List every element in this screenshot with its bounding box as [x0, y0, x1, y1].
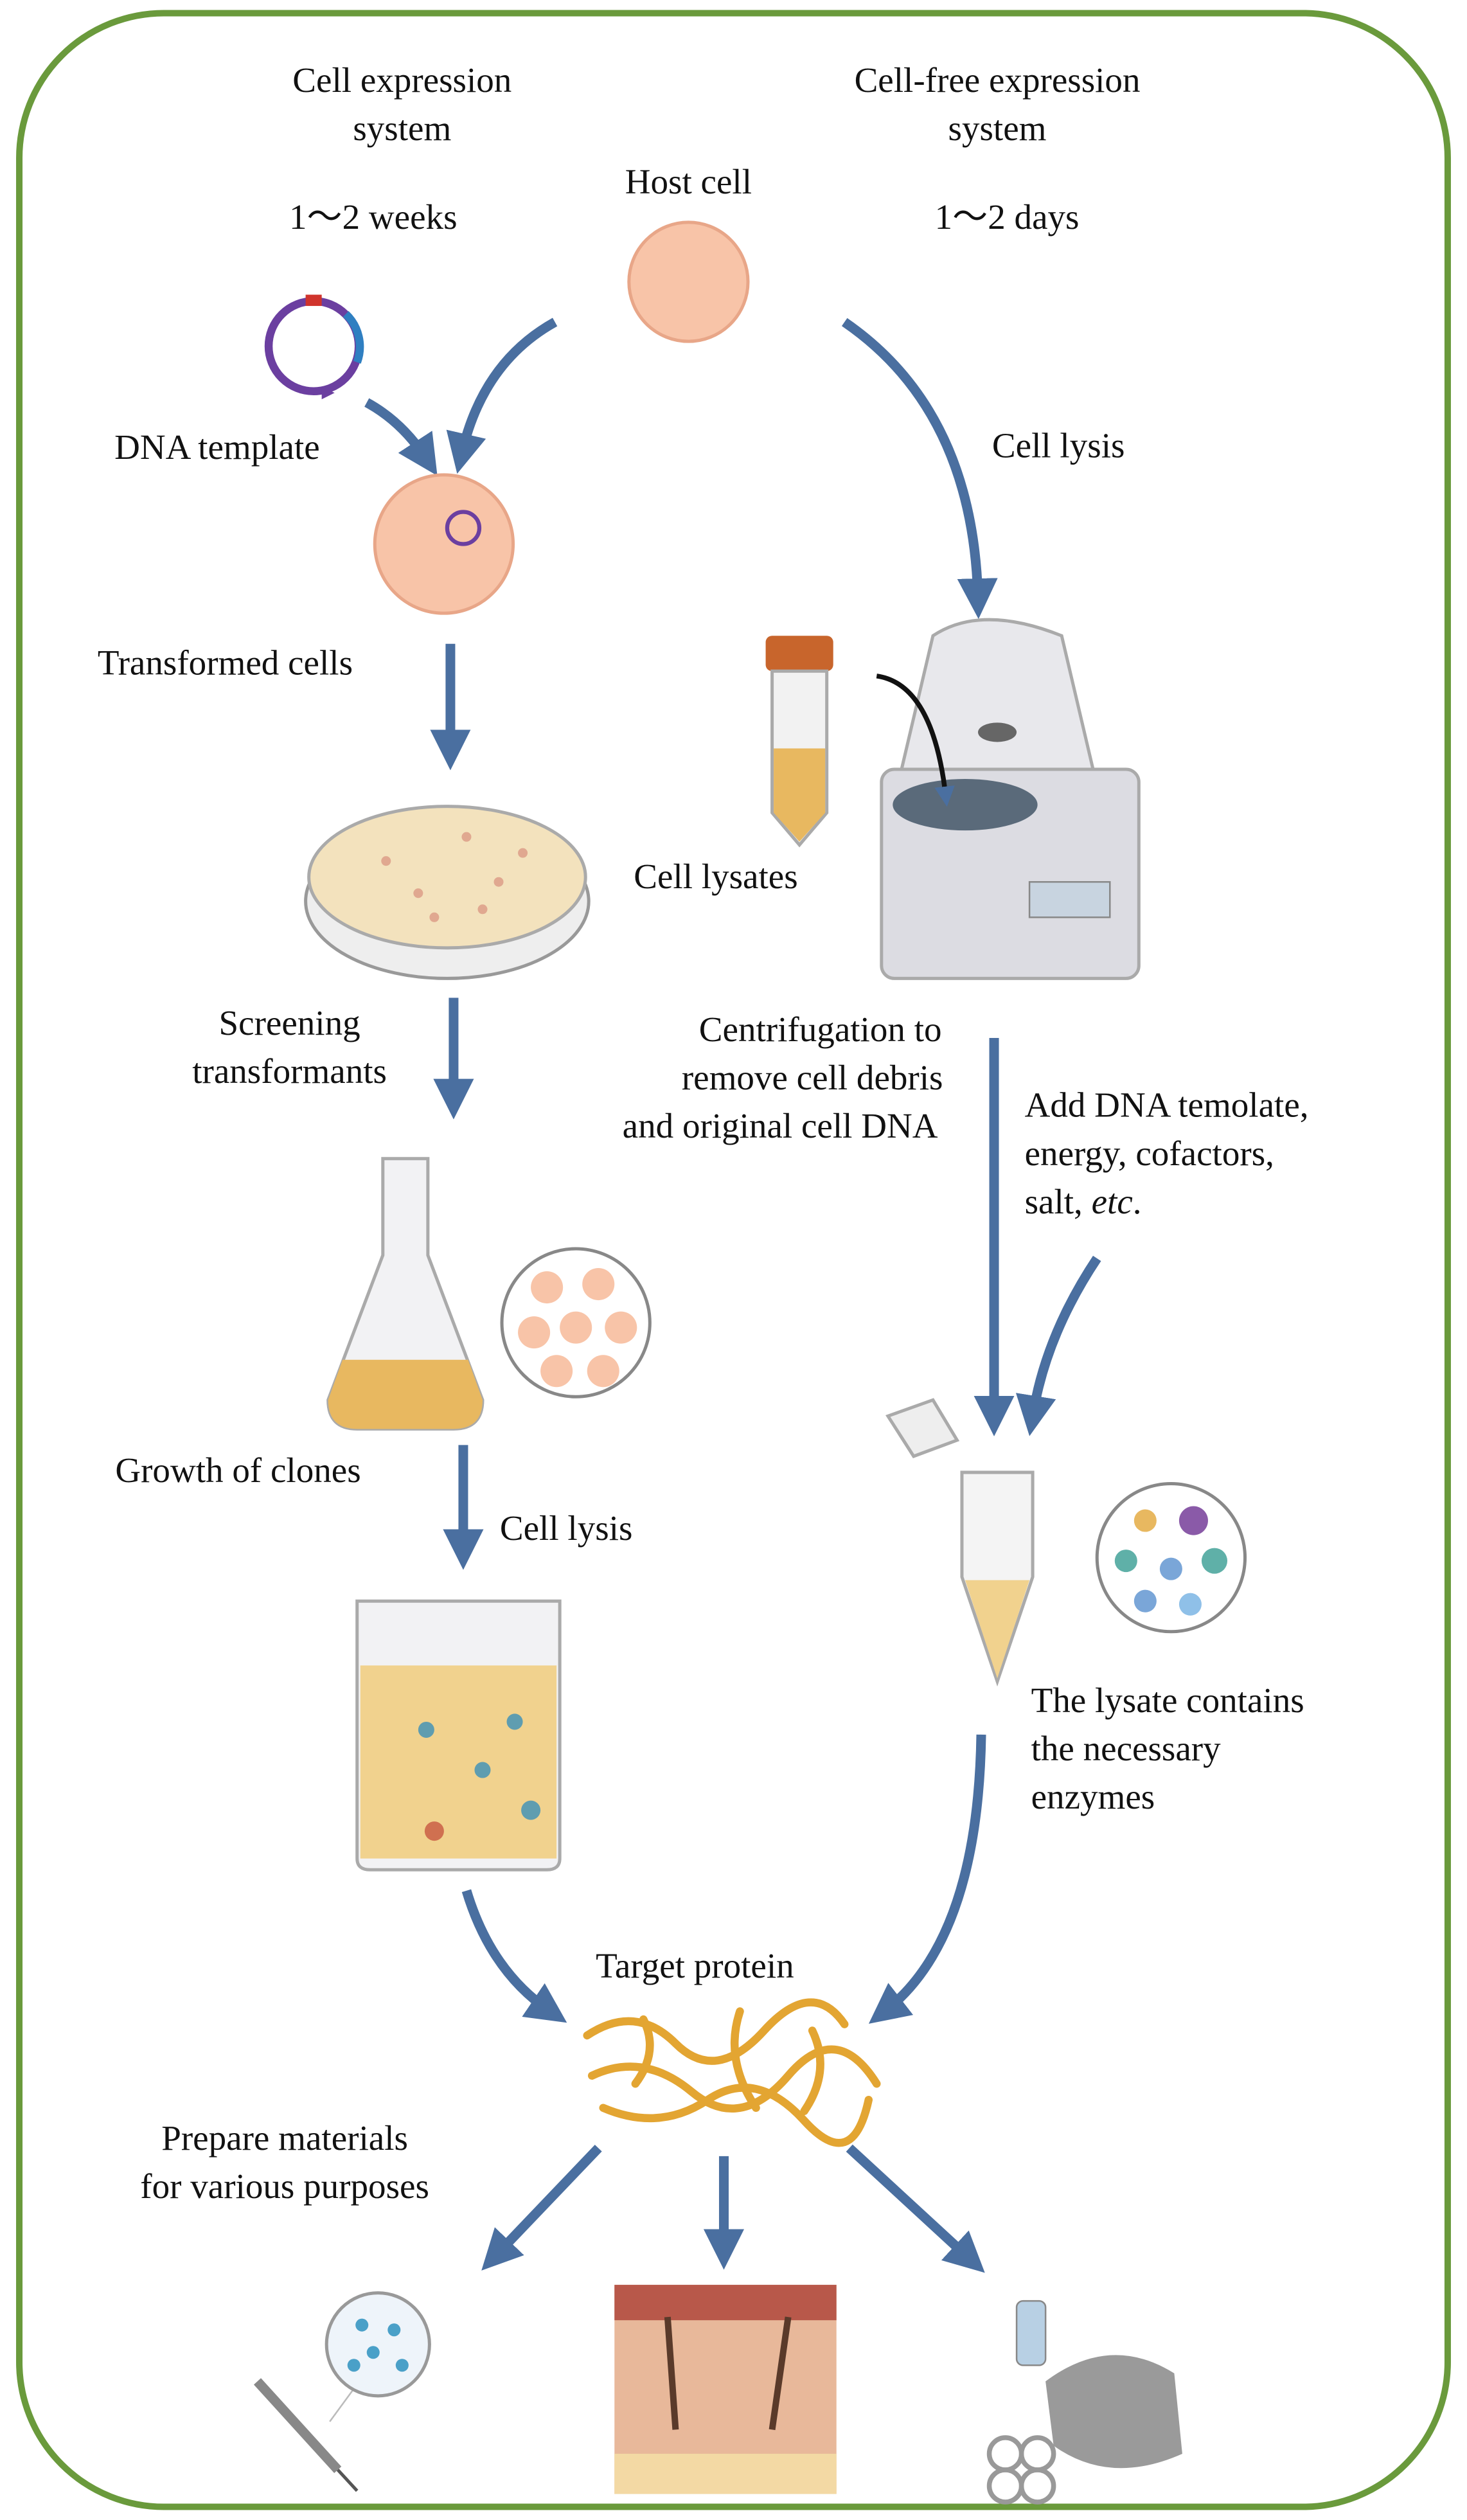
plasmid-icon	[264, 294, 364, 400]
add-label-3-prefix: salt,	[1025, 1182, 1092, 1221]
host-cell-icon	[627, 220, 750, 343]
target-protein-label: Target protein	[596, 1946, 794, 1985]
add-label-1: Add DNA temolate,	[1025, 1086, 1309, 1125]
centrifugation-label-2: remove cell debris	[682, 1058, 943, 1097]
screening-label-1: Screening	[219, 1003, 360, 1042]
petri-dish-icon	[304, 805, 591, 980]
flow-arrows	[364, 317, 1101, 2273]
cell-lysis-right-label: Cell lysis	[992, 425, 1125, 465]
arrow-protein-to-medicine	[481, 2145, 602, 2271]
growth-of-clones-label: Growth of clones	[115, 1451, 360, 1490]
falcon-tube-icon	[765, 636, 833, 848]
arrow-tube-to-protein	[868, 1734, 986, 2024]
transformed-cells-label: Transformed cells	[98, 643, 353, 682]
arrow-protein-to-materials	[846, 2144, 985, 2273]
arrow-host-to-lysis	[841, 317, 998, 620]
left-duration: 1～2 weeks	[289, 197, 458, 237]
cell-lysis-left-label: Cell lysis	[500, 1508, 633, 1548]
lysate-label-2: the necessary	[1031, 1729, 1222, 1768]
centrifugation-label-3: and original cell DNA	[623, 1106, 938, 1145]
skin-tissue-icon	[614, 2285, 837, 2494]
screening-label-2: transformants	[192, 1051, 387, 1091]
right-duration: 1～2 days	[935, 197, 1080, 237]
erlenmeyer-flask-icon	[326, 1157, 652, 1431]
host-cell-label: Host cell	[625, 162, 752, 201]
syringe-icon	[253, 2291, 431, 2492]
lysate-label-3: enzymes	[1031, 1777, 1155, 1816]
arrow-host-to-transformed	[446, 317, 558, 474]
add-label-2: energy, cofactors,	[1025, 1134, 1274, 1173]
prepare-label-1: Prepare materials	[161, 2118, 408, 2158]
beaker-icon	[355, 1599, 562, 1872]
arrow-beaker-to-protein	[461, 1889, 567, 2023]
transformed-cell-icon	[373, 473, 515, 615]
microtube-icon	[885, 1398, 1247, 1687]
arrow-additives-to-tube	[1015, 1255, 1101, 1436]
cell-lysates-label: Cell lysates	[634, 857, 797, 896]
lysate-label-1: The lysate contains	[1031, 1681, 1304, 1720]
plastic-waste-icon	[986, 2300, 1182, 2505]
right-title-2: system	[948, 109, 1047, 148]
arrow-dna-to-transformed	[364, 398, 438, 476]
right-title-1: Cell-free expression	[855, 60, 1141, 100]
left-title-1: Cell expression	[292, 60, 511, 100]
centrifugation-label-1: Centrifugation to	[699, 1010, 942, 1049]
diagram-border	[16, 10, 1451, 2510]
add-label-3: salt, etc.	[1025, 1182, 1142, 1221]
centrifuge-icon	[876, 618, 1141, 980]
prepare-label-2: for various purposes	[140, 2167, 429, 2206]
add-label-3-italic: etc	[1092, 1182, 1133, 1221]
protein-icon	[583, 1998, 881, 2147]
add-label-3-suffix: .	[1133, 1182, 1142, 1221]
left-title-2: system	[353, 109, 451, 148]
dna-template-label: DNA template	[114, 427, 320, 467]
